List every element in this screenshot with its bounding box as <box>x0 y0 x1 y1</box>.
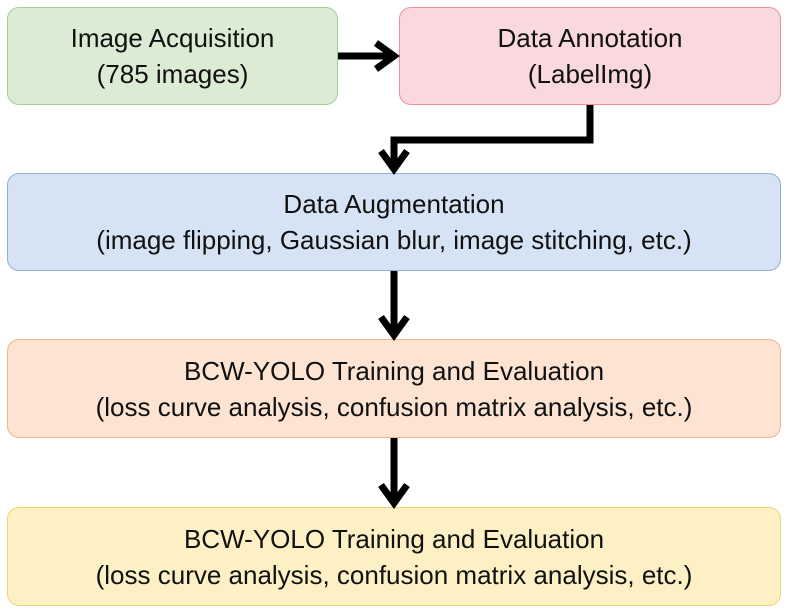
arrow-training-to-evaluation-head <box>378 482 410 509</box>
arrow-annotation-to-augmentation <box>390 105 594 167</box>
image-acquisition-detail: (785 images) <box>96 59 249 89</box>
training-evaluation-title: BCW-YOLO Training and Evaluation <box>183 355 605 386</box>
arrow-annotation-to-augmentation-head <box>378 148 410 175</box>
image-acquisition-box: Image Acquisition (785 images) <box>7 7 338 105</box>
image-acquisition-title: Image Acquisition <box>70 23 275 53</box>
training-evaluation-detail: (loss curve analysis, confusion matrix a… <box>95 391 693 422</box>
arrow-acquisition-to-annotation-head <box>373 40 400 72</box>
final-evaluation-box: BCW-YOLO Training and Evaluation (loss c… <box>7 507 781 606</box>
data-annotation-box: Data Annotation (LabelImg) <box>399 7 781 105</box>
data-annotation-title: Data Annotation <box>497 23 683 53</box>
final-evaluation-title: BCW-YOLO Training and Evaluation <box>183 523 605 554</box>
data-augmentation-detail: (image flipping, Gaussian blur, image st… <box>96 225 692 255</box>
final-evaluation-detail: (loss curve analysis, confusion matrix a… <box>95 559 693 590</box>
arrow-augmentation-to-training-head <box>378 314 410 341</box>
data-annotation-detail: (LabelImg) <box>527 59 653 89</box>
data-augmentation-box: Data Augmentation (image flipping, Gauss… <box>7 173 781 271</box>
training-evaluation-box: BCW-YOLO Training and Evaluation (loss c… <box>7 339 781 438</box>
data-augmentation-title: Data Augmentation <box>283 189 505 219</box>
